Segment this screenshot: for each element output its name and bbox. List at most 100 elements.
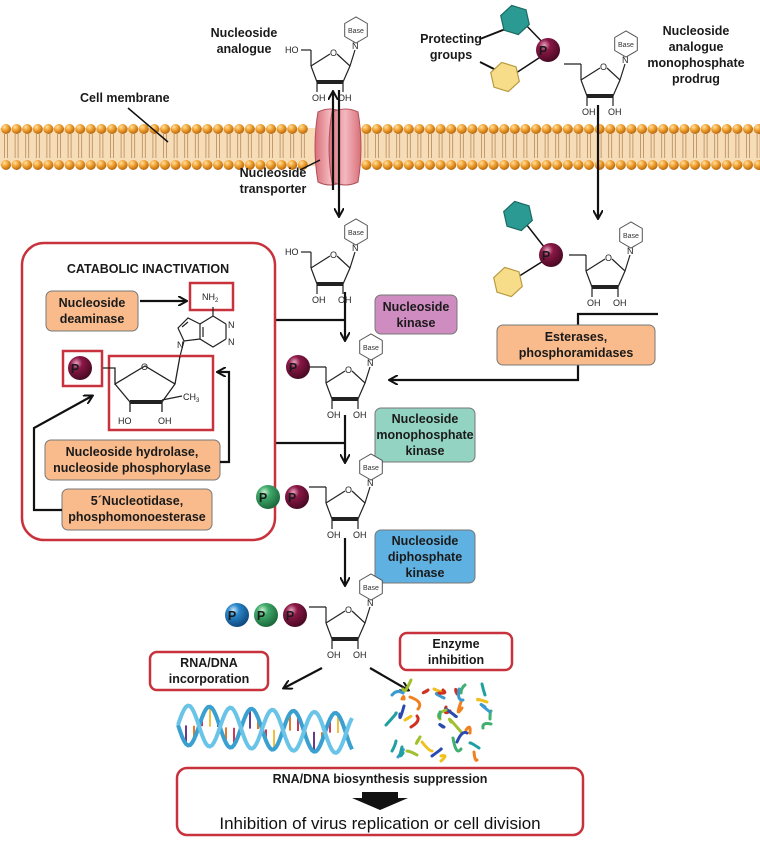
lipid-head [658, 124, 669, 134]
lipid-head [107, 124, 117, 134]
lipid-head [721, 160, 732, 170]
n-label: N [367, 478, 374, 488]
lipid-head [276, 124, 287, 134]
lipid-head [721, 124, 732, 134]
protein-helix [405, 749, 419, 757]
catabolic-title: CATABOLIC INACTIVATION [67, 262, 229, 276]
protein-helix [398, 745, 405, 758]
cell-membrane [0, 124, 760, 170]
oh-label: OH [327, 650, 341, 660]
protecting-group-yellow [490, 61, 520, 93]
lipid-head [456, 160, 467, 170]
ho-label: HO [118, 416, 132, 426]
lipid-head [255, 124, 266, 134]
lipid-head [711, 160, 722, 170]
lipid-head [541, 160, 552, 170]
lipid-head [11, 124, 22, 134]
sugar-highlight [107, 354, 215, 432]
protein-helix [480, 682, 487, 697]
lipid-head [594, 160, 605, 170]
nucleotidase-box: 5´Nucleotidase,phosphomonoesterase [61, 488, 213, 531]
lipid-head [414, 124, 425, 134]
ho-label: HO [285, 247, 299, 257]
base-hexagon [359, 333, 383, 361]
lipid-head [425, 160, 435, 170]
lipid-head [128, 124, 139, 134]
ch3-label: CH3 [183, 392, 200, 404]
lipid-head [85, 160, 96, 170]
protein-helix [481, 722, 493, 730]
protein-helix [439, 754, 447, 763]
lipid-head [276, 160, 287, 170]
lipid-head [1, 124, 11, 134]
lipid-head [393, 160, 404, 170]
protein-helix [438, 723, 446, 729]
lipid-head [690, 124, 700, 134]
lipid-head [478, 160, 488, 170]
lipid-head [679, 160, 690, 170]
lipid-head [54, 160, 64, 170]
base-label: Base [363, 345, 379, 352]
lipid-head [690, 160, 700, 170]
suppression-text: RNA/DNA biosynthesis suppression [273, 772, 488, 786]
base-label: Base [363, 465, 379, 472]
phosphate-ball: P [539, 243, 563, 267]
protein-helix [403, 714, 413, 722]
lipid-head [75, 160, 86, 170]
lipid-head [626, 160, 637, 170]
lipid-head [488, 124, 499, 134]
lipid-head [679, 124, 690, 134]
lipid-head [743, 160, 753, 170]
lipid-head [552, 160, 563, 170]
lipid-head [181, 160, 192, 170]
protein-helix [457, 687, 465, 702]
membrane-core [0, 128, 760, 166]
hydrolase-box: Nucleoside hydrolase,nucleoside phosphor… [44, 439, 221, 481]
phosphate-ball-green: P [256, 485, 280, 509]
pointer-line [479, 61, 497, 71]
protein-helix [468, 741, 481, 750]
phosphate-ball: P [536, 38, 560, 62]
nh2-label: NH2 [202, 292, 219, 304]
protein-helix [401, 678, 413, 693]
p-label: P [228, 609, 236, 623]
ho-label: HO [285, 45, 299, 55]
oh-label: OH [338, 295, 352, 305]
lipid-head [403, 160, 414, 170]
protein-helix [421, 688, 430, 695]
oh-label: OH [353, 530, 367, 540]
lipid-head [64, 160, 75, 170]
lipid-head [499, 124, 510, 134]
lipid-head [287, 160, 298, 170]
protein-helix [456, 700, 464, 714]
o-label: O [330, 48, 337, 58]
lipid-head [605, 160, 616, 170]
lipid-head [11, 160, 22, 170]
lipid-head [85, 124, 96, 134]
lipid-head [446, 160, 457, 170]
lipid-head [128, 160, 139, 170]
base-label: Base [348, 28, 364, 35]
pointer-line [299, 159, 321, 171]
nucleoside-transporter [314, 108, 362, 186]
lipid-head [647, 160, 658, 170]
final-outcome-text: Inhibition of virus replication or cell … [219, 814, 540, 833]
protein-helix [451, 736, 463, 753]
phosphate-ball-green: P [254, 603, 278, 627]
protein-helix [444, 707, 458, 719]
phosphate-ball: P [286, 355, 310, 379]
protein-helix [414, 735, 422, 745]
protecting-group-teal [500, 4, 530, 36]
lipid-head [213, 160, 223, 170]
purine-base [177, 307, 227, 357]
lipid-head [234, 124, 245, 134]
